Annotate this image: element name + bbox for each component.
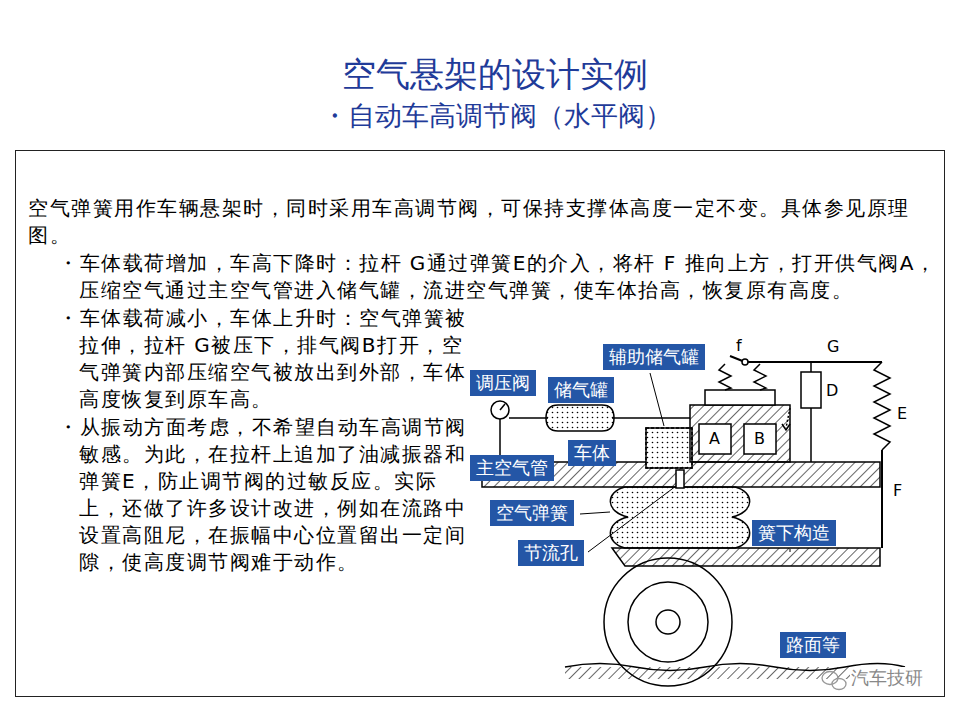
part-letter: B [753, 429, 766, 448]
aux-tank [646, 428, 692, 468]
wheel-rim [628, 582, 708, 662]
part-label-box: 车体 [568, 440, 616, 466]
subtitle: ・自动车高调节阀（水平阀） [0, 100, 960, 132]
storage-tank [546, 405, 614, 431]
page-title: 空气悬架的设计实例 [0, 52, 960, 98]
wheel [604, 558, 732, 686]
part-label: 节流孔 [524, 541, 578, 565]
part-label: 车体 [574, 441, 610, 465]
part-label-box: 主空气管 [470, 455, 554, 481]
aux-tank-bg [646, 428, 692, 468]
part-label: 调压阀 [476, 371, 530, 395]
part-label-box: 辅助储气罐 [603, 344, 705, 370]
spring-e [874, 362, 890, 450]
part-label: 储气罐 [554, 378, 608, 402]
part-letter: f [735, 336, 743, 355]
chat-bubble [832, 679, 846, 690]
exhaust-chamber [744, 424, 776, 454]
body-paragraph: ・车体载荷减小，车体上升时：空气弹簧被拉伸，拉杆 G被压下，排气阀B打开，空气弹… [58, 305, 470, 413]
leader-line [790, 549, 791, 552]
valve-spring [754, 364, 766, 390]
leader-line [650, 373, 664, 426]
part-label: 空气弹簧 [496, 501, 568, 525]
part-label: 簧下构造 [758, 521, 830, 545]
part-letter: G [826, 337, 840, 356]
oil-damper [801, 372, 821, 408]
leader-line [580, 512, 610, 514]
leader-line [588, 486, 676, 552]
chat-bubble [822, 672, 838, 685]
part-label-box: 空气弹簧 [490, 500, 574, 526]
supply-chamber [699, 424, 731, 454]
mechanism [482, 356, 905, 686]
wheel-hub [656, 610, 680, 634]
rod-f [881, 450, 883, 548]
damper-mount [810, 408, 812, 462]
pivot [742, 359, 748, 365]
part-letter: E [896, 404, 908, 423]
part-letter: F [892, 481, 903, 500]
part-label-box: 调压阀 [470, 370, 536, 396]
pipe [612, 417, 690, 419]
air-spring-bellows [610, 487, 749, 548]
part-label-box: 节流孔 [518, 540, 584, 566]
gauge-needle [500, 404, 505, 410]
damper-rod [810, 362, 812, 372]
orifice [676, 470, 684, 488]
unsprung-structure [612, 548, 880, 566]
watermark: 汽车技研 [850, 667, 924, 689]
part-letter: A [708, 429, 721, 448]
text-panel: 空气弹簧用作车辆悬架时，同时采用车高调节阀，可保持支撑体高度一定不变。具体参见原… [15, 150, 945, 697]
watermark-icon [822, 672, 846, 690]
part-label-box: 簧下构造 [752, 520, 836, 546]
body-paragraph: ・从振动方面考虑，不希望自动车高调节阀敏感。为此，在拉杆上追加了油减振器和弹簧E… [58, 414, 470, 576]
valve-spring [719, 364, 731, 390]
pipe [509, 417, 548, 419]
body-paragraph: 空气弹簧用作车辆悬架时，同时采用车高调节阀，可保持支撑体高度一定不变。具体参见原… [28, 195, 928, 249]
arrow-head [782, 424, 790, 430]
body-paragraph: ・车体载荷增加，车高下降时：拉杆 G通过弹簧E的介入，将杆 F 推向上方，打开供… [58, 250, 938, 304]
part-label: 路面等 [786, 633, 840, 657]
part-label: 辅助储气罐 [609, 345, 699, 369]
part-letter: D [825, 381, 839, 400]
part-label: 主空气管 [476, 456, 548, 480]
part-label-box: 储气罐 [548, 377, 614, 403]
lever-g [745, 361, 882, 363]
part-label-box: 路面等 [780, 632, 846, 658]
pressure-gauge [491, 401, 509, 419]
valve-block [690, 405, 790, 462]
valve-piston [705, 390, 775, 405]
